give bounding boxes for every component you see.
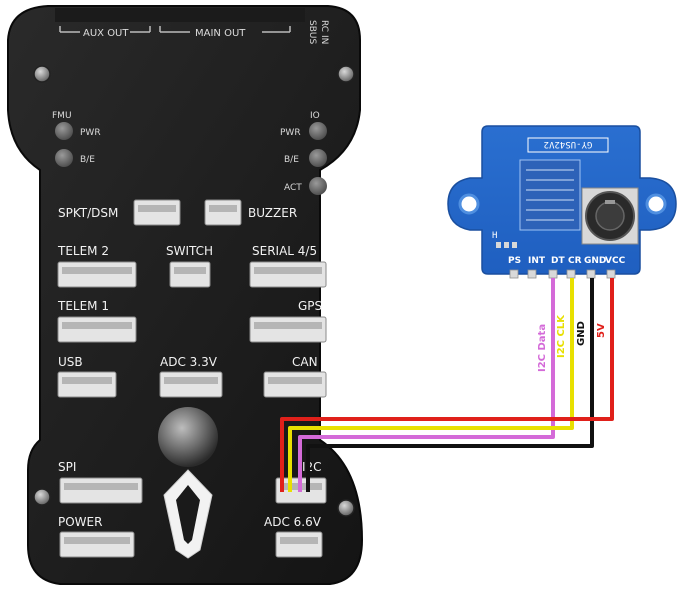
- label-rc-in: RC IN: [319, 20, 329, 44]
- flight-controller: AUX OUT MAIN OUT SBUS RC IN FMU PWR B/E …: [7, 5, 364, 585]
- pin-label-cr: CR: [568, 256, 582, 266]
- wire-label-i2c-clk: I2C CLK: [556, 314, 567, 358]
- connector-spkt[interactable]: [133, 199, 181, 226]
- sensor-model-label: GY-US42V2: [544, 139, 593, 149]
- label-be-right: B/E: [284, 155, 299, 165]
- connector-adc66[interactable]: [275, 531, 323, 558]
- label-aux-out: AUX OUT: [83, 28, 129, 39]
- label-spi: SPI: [58, 460, 76, 474]
- label-act: ACT: [284, 183, 302, 193]
- screw-icon: [33, 65, 51, 83]
- wire-label-i2c-data: I2C Data: [537, 324, 548, 372]
- sensor-module: GY-US42V2 H PS INT DT CR GND VCC: [447, 125, 677, 279]
- wires: [280, 278, 614, 492]
- pin-label-vcc: VCC: [605, 256, 626, 266]
- connector-telem2[interactable]: [57, 261, 137, 288]
- sensor-chip: [519, 159, 581, 231]
- label-i2c: I2C: [302, 460, 322, 474]
- label-fmu: FMU: [52, 111, 72, 121]
- pin-label-gnd: GND: [584, 256, 606, 266]
- label-telem2: TELEM 2: [57, 244, 109, 258]
- label-spkt: SPKT/DSM: [58, 206, 118, 220]
- led-be-left: [55, 149, 73, 167]
- screw-icon: [33, 488, 51, 506]
- mount-hole-right: [645, 193, 667, 215]
- connector-gps[interactable]: [249, 316, 327, 343]
- connector-switch[interactable]: [169, 261, 211, 288]
- connector-spi[interactable]: [59, 477, 143, 504]
- label-be-left: B/E: [80, 155, 95, 165]
- board-body: [7, 5, 364, 585]
- label-adc66: ADC 6.6V: [264, 515, 322, 529]
- label-sbus: SBUS: [307, 20, 317, 44]
- label-power: POWER: [58, 515, 102, 529]
- label-usb: USB: [58, 355, 83, 369]
- wire-i2c-clk: [288, 278, 574, 492]
- connector-telem1[interactable]: [57, 316, 137, 343]
- led-pwr-right: [309, 122, 327, 140]
- label-telem1: TELEM 1: [57, 299, 109, 313]
- dome-icon: [158, 407, 218, 467]
- led-pwr-left: [55, 122, 73, 140]
- screw-icon: [337, 65, 355, 83]
- wire-label-5v: 5V: [596, 323, 607, 338]
- connector-adc33[interactable]: [159, 371, 223, 398]
- connector-buzzer[interactable]: [204, 199, 242, 226]
- label-main-out: MAIN OUT: [195, 28, 246, 39]
- wire-i2c-data: [298, 278, 555, 492]
- pin-label-dt: DT: [551, 256, 565, 266]
- connector-power[interactable]: [59, 531, 135, 558]
- wire-5v: [280, 278, 614, 492]
- label-pwr-right: PWR: [280, 128, 301, 138]
- label-serial45: SERIAL 4/5: [252, 244, 317, 258]
- pin-label-ps: PS: [508, 256, 521, 266]
- pin-label-int: INT: [528, 256, 546, 266]
- label-gps: GPS: [298, 299, 322, 313]
- led-be-right: [309, 149, 327, 167]
- wire-label-gnd: GND: [576, 321, 587, 346]
- connector-usb[interactable]: [57, 371, 117, 398]
- header-strip: [55, 8, 305, 22]
- led-act: [309, 177, 327, 195]
- mount-hole-left: [458, 193, 480, 215]
- screw-icon: [337, 499, 355, 517]
- label-buzzer: BUZZER: [248, 206, 297, 220]
- label-pwr-left: PWR: [80, 128, 101, 138]
- sensor-h-label: H: [492, 231, 497, 241]
- label-io: IO: [310, 111, 320, 121]
- connector-serial45[interactable]: [249, 261, 327, 288]
- label-adc33: ADC 3.3V: [160, 355, 218, 369]
- label-switch: SWITCH: [166, 244, 213, 258]
- connector-can[interactable]: [263, 371, 327, 398]
- label-can: CAN: [292, 355, 318, 369]
- wire-gnd: [306, 278, 594, 492]
